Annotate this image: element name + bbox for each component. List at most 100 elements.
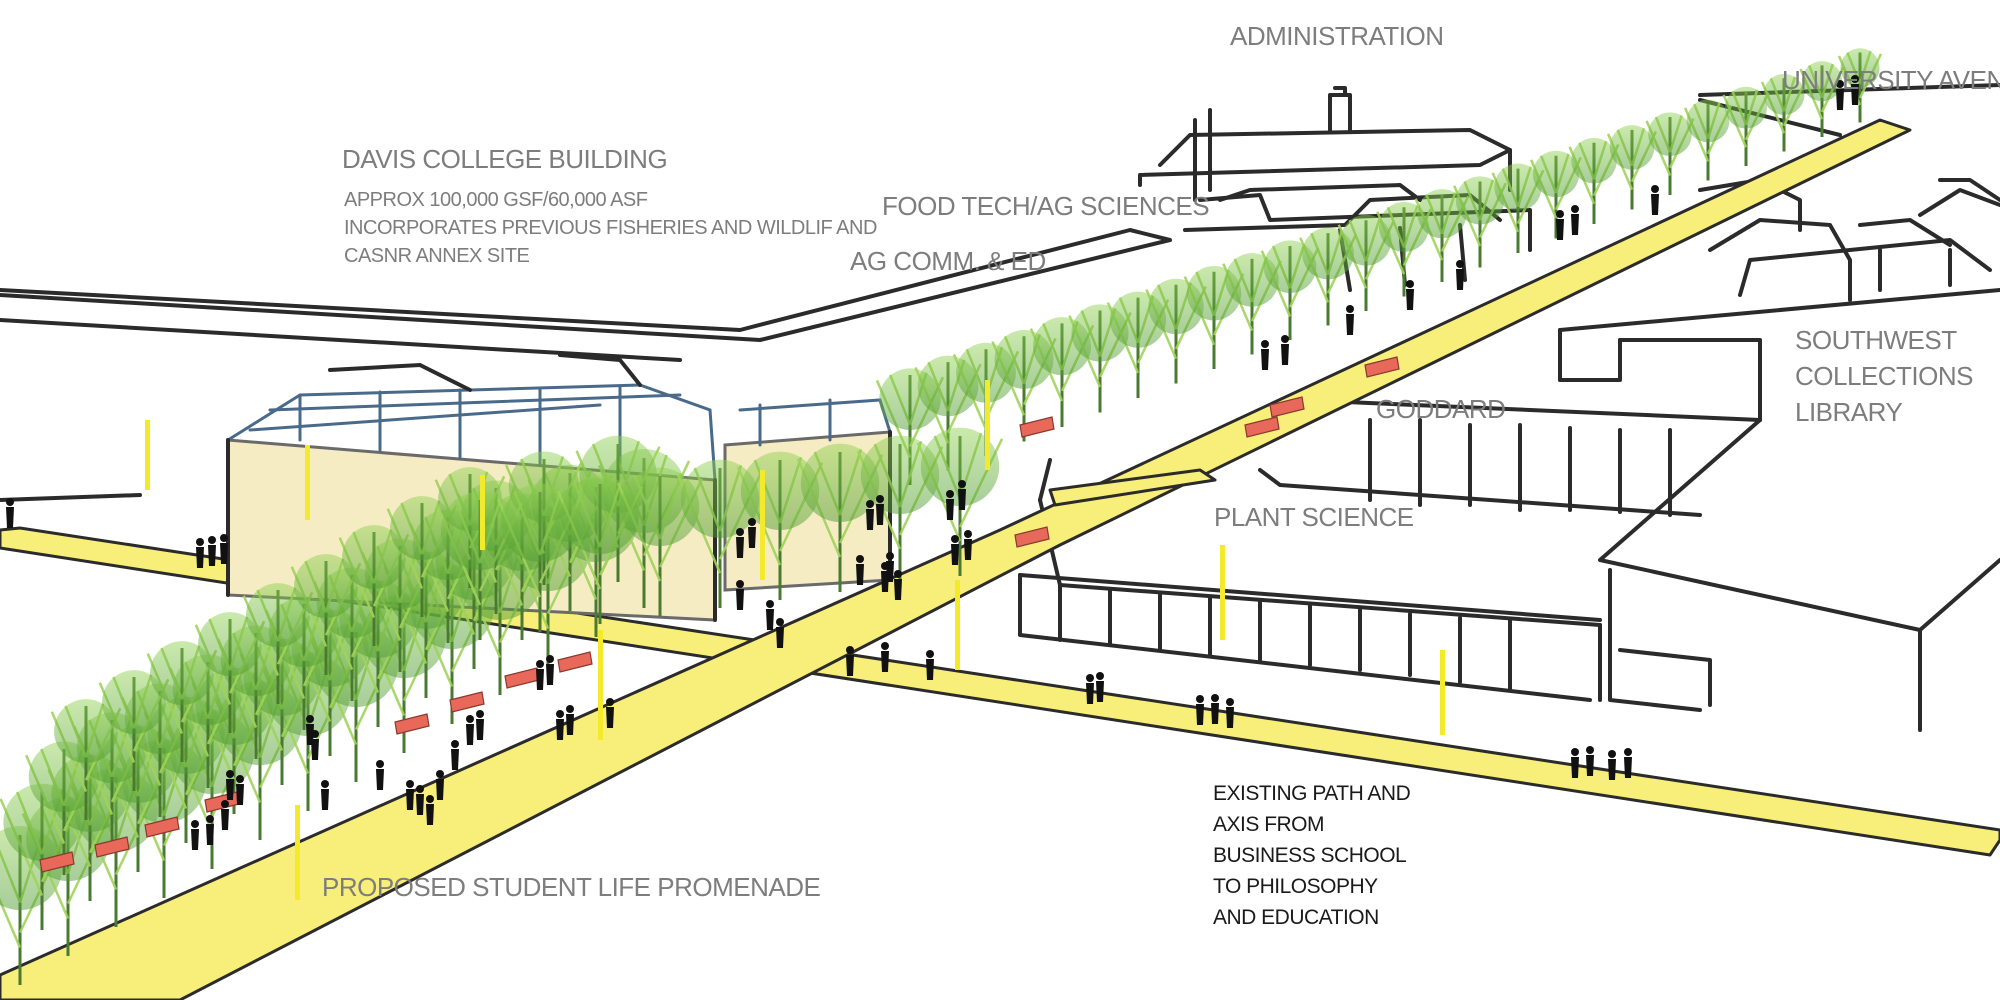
- person-body: [546, 664, 554, 685]
- tree-canopy: [1455, 176, 1505, 225]
- tree-canopy: [860, 435, 940, 514]
- person-head: [6, 498, 14, 506]
- person-body: [466, 724, 474, 745]
- tree: [616, 467, 704, 616]
- light-post: [480, 475, 485, 550]
- person-head: [1624, 748, 1632, 756]
- person-head: [221, 800, 229, 808]
- tree: [386, 496, 458, 617]
- person-head: [556, 710, 564, 718]
- person-head: [416, 785, 424, 793]
- label-existing-path-4: TO PHILOSOPHY: [1213, 875, 1378, 898]
- label-existing-path-3: BUSINESS SCHOOL: [1213, 844, 1407, 867]
- person-head: [926, 650, 934, 658]
- person: [196, 538, 204, 568]
- person: [1456, 260, 1464, 290]
- person: [866, 500, 874, 530]
- tree: [1568, 137, 1620, 224]
- tree-canopy: [294, 554, 358, 619]
- person-head: [1261, 340, 1269, 348]
- light-post: [1440, 650, 1445, 735]
- person: [736, 528, 744, 558]
- person-body: [236, 784, 244, 805]
- tree-canopy: [560, 475, 640, 554]
- tree-canopy: [1840, 48, 1880, 88]
- person: [221, 800, 229, 830]
- person: [894, 570, 902, 600]
- bench: [504, 667, 540, 689]
- person-head: [876, 495, 884, 503]
- person-body: [196, 547, 204, 568]
- label-administration: ADMINISTRATION: [1230, 21, 1444, 51]
- person-head: [946, 490, 954, 498]
- tree: [676, 459, 764, 608]
- person-head: [321, 780, 329, 788]
- label-davis-college-line-3: CASNR ANNEX SITE: [344, 245, 530, 267]
- tree: [1337, 214, 1395, 311]
- person: [926, 650, 934, 680]
- tree: [1760, 73, 1808, 152]
- person-head: [306, 715, 314, 723]
- person-head: [1226, 698, 1234, 706]
- tree-canopy: [1763, 73, 1805, 115]
- light-post: [955, 580, 960, 670]
- person-head: [951, 535, 959, 543]
- person: [1096, 672, 1104, 702]
- tree: [242, 583, 314, 704]
- bench: [144, 816, 180, 838]
- person-body: [191, 829, 199, 850]
- person-body: [321, 789, 329, 810]
- label-existing-path-1: EXISTING PATH AND: [1213, 782, 1411, 805]
- bench: [1364, 356, 1400, 378]
- tree-canopy: [1417, 189, 1467, 239]
- person: [1261, 340, 1269, 370]
- person: [1226, 698, 1234, 728]
- tree: [98, 670, 170, 791]
- person-body: [606, 707, 614, 728]
- light-post: [145, 420, 150, 490]
- bench: [1014, 526, 1050, 548]
- person: [191, 820, 199, 850]
- tree: [290, 554, 362, 675]
- person: [1851, 75, 1859, 105]
- label-goddard: GODDARD: [1376, 394, 1506, 424]
- person-head: [1406, 280, 1414, 288]
- person-body: [426, 804, 434, 825]
- tree: [1414, 189, 1470, 282]
- tree-canopy: [1532, 150, 1580, 198]
- person-head: [451, 740, 459, 748]
- person: [1571, 205, 1579, 235]
- person: [226, 770, 234, 800]
- tree-canopy: [800, 443, 880, 522]
- tree: [338, 525, 410, 646]
- person-head: [776, 618, 784, 626]
- person-head: [1608, 750, 1616, 758]
- person-head: [1211, 694, 1219, 702]
- person-body: [748, 527, 756, 548]
- person-head: [1281, 335, 1289, 343]
- person: [220, 534, 228, 564]
- person: [311, 730, 319, 760]
- person-head: [958, 480, 966, 488]
- person-body: [856, 564, 864, 585]
- tree: [1453, 176, 1507, 268]
- person: [881, 642, 889, 672]
- person: [1406, 280, 1414, 310]
- person: [1556, 210, 1564, 240]
- tree: [1645, 112, 1695, 195]
- person: [951, 535, 959, 565]
- person-head: [536, 660, 544, 668]
- person-head: [196, 538, 204, 546]
- person: [406, 780, 414, 810]
- people-silhouettes: [6, 75, 1859, 850]
- person-head: [964, 530, 972, 538]
- person-body: [208, 545, 216, 566]
- person-head: [736, 580, 744, 588]
- person-body: [881, 651, 889, 672]
- person-head: [191, 820, 199, 828]
- label-plant-science: PLANT SCIENCE: [1214, 502, 1414, 532]
- person-head: [766, 600, 774, 608]
- person-body: [416, 794, 424, 815]
- person-head: [1571, 748, 1579, 756]
